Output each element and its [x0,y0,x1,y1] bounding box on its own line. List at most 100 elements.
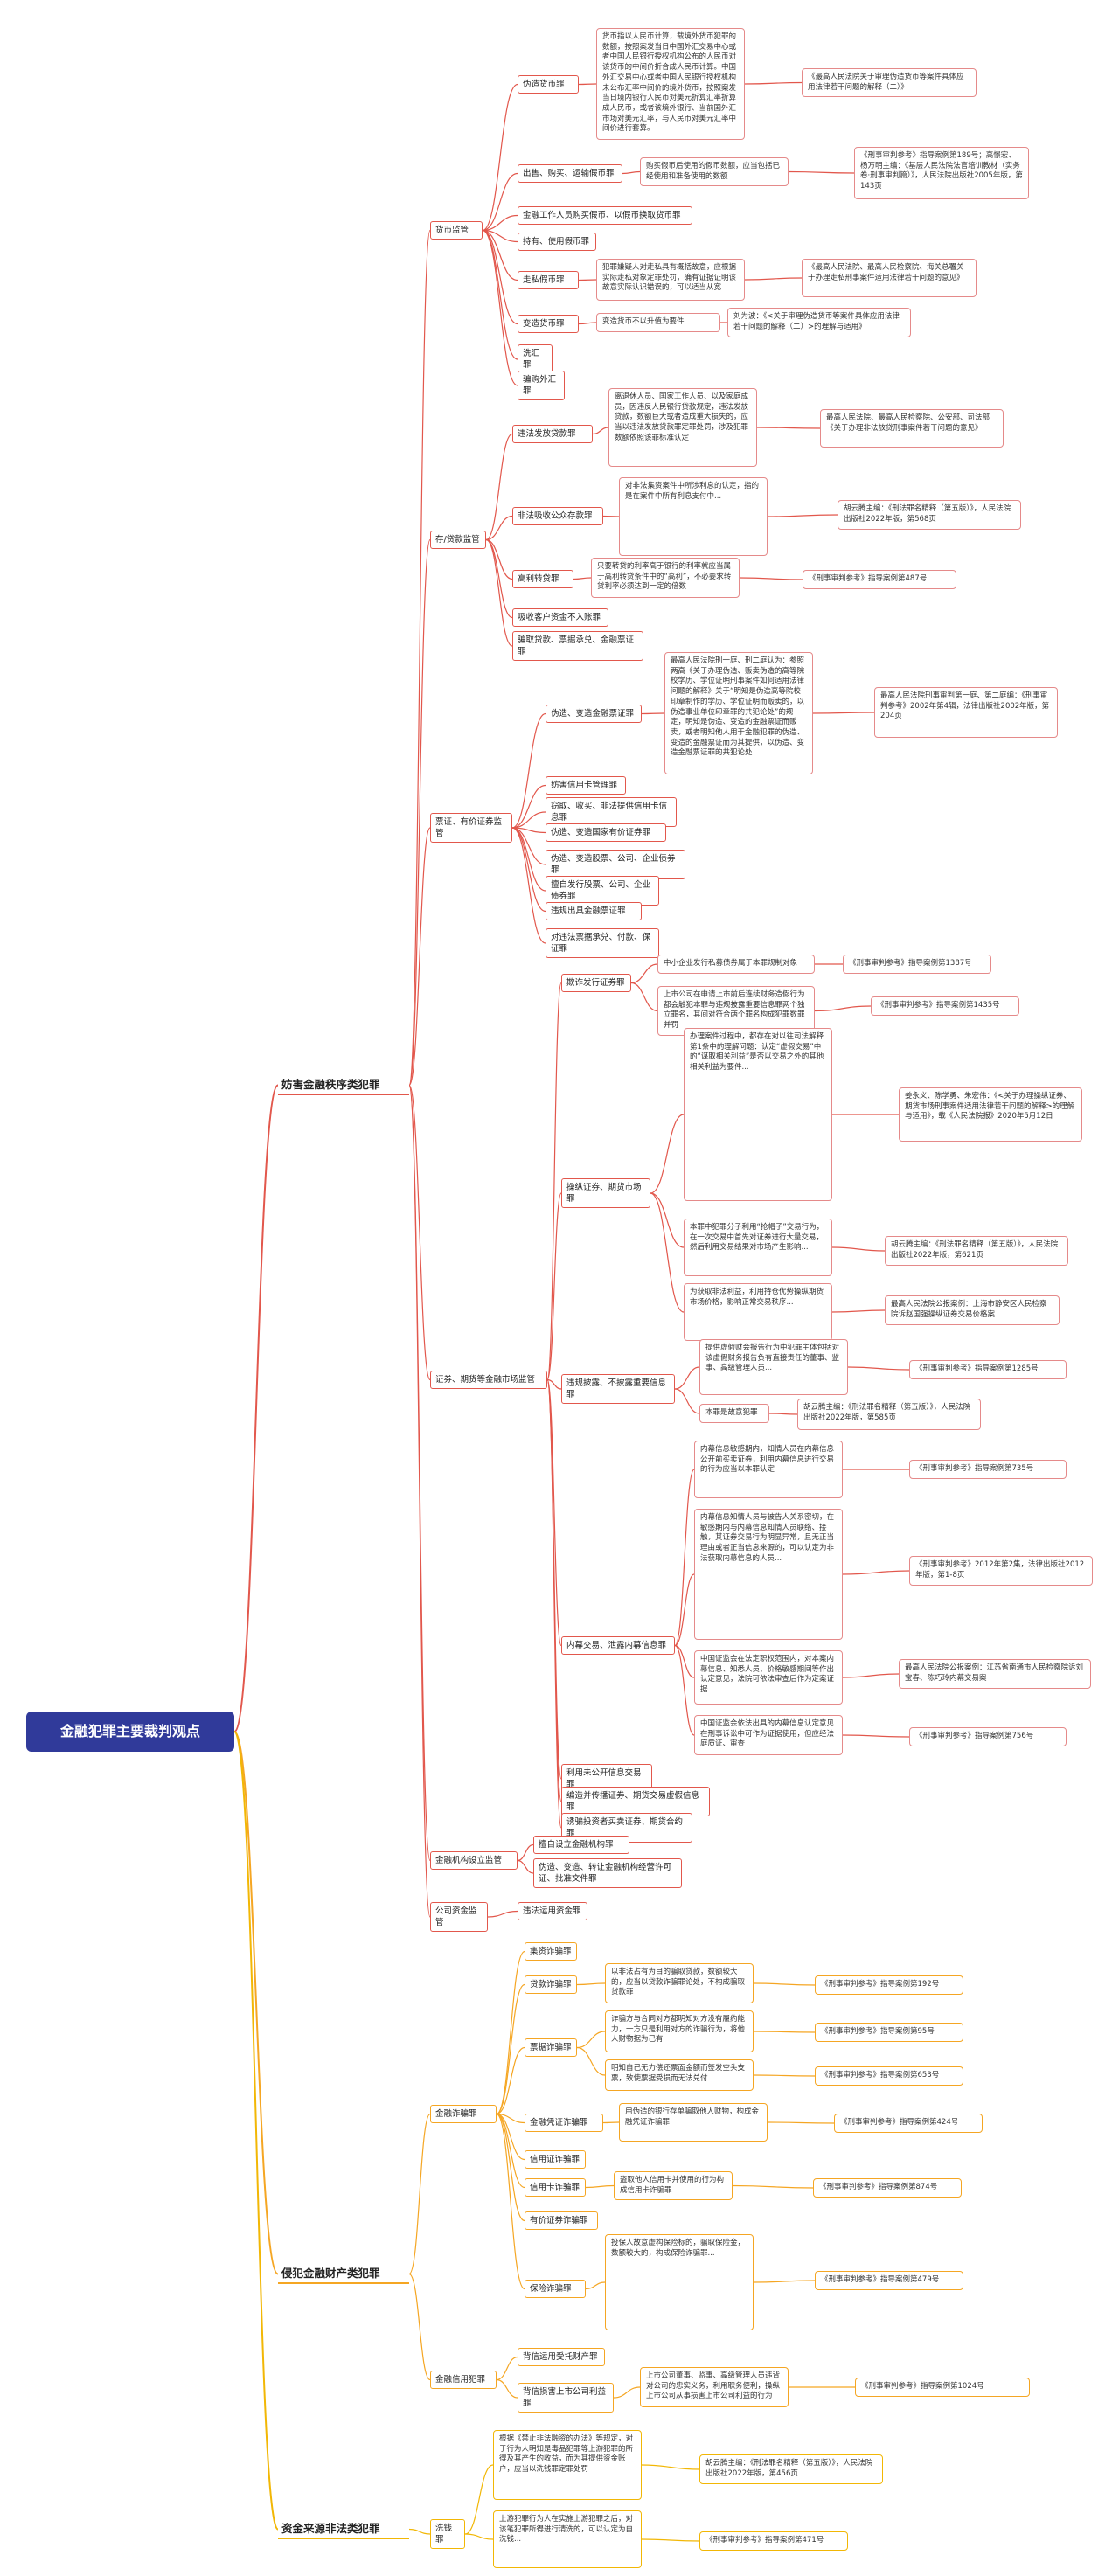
node-xiqian-r2[interactable]: 《刑事审判参考》指导案例第471号 [699,2531,848,2551]
node-jizi-zp[interactable]: 集资诈骗罪 [525,1942,577,1962]
node-beixin-yy[interactable]: 背信运用受托财产罪 [518,2348,605,2367]
node-gaoli[interactable]: 高利转贷罪 [512,570,573,589]
node-piaoju-zp[interactable]: 票据诈骗罪 [525,2038,577,2058]
node-piaoju-zp-r1[interactable]: 《刑事审判参考》指导案例第95号 [815,2023,963,2042]
node-piaoju-zp-r2[interactable]: 《刑事审判参考》指导案例第653号 [815,2066,963,2086]
node-baoxian-zp-d[interactable]: 投保人故意虚构保险标的，骗取保险金，数额较大的，构成保险诈骗罪... [605,2234,754,2330]
node-caozong[interactable]: 操纵证券、期货市场罪 [561,1178,650,1209]
node-neimu-d4[interactable]: 中国证监会依法出具的内幕信息认定意见在刑事诉讼中可作为证据使用，但应经法庭质证、… [694,1715,843,1755]
node-weigui-pilu-d2[interactable]: 本罪是故意犯罪 [699,1404,769,1423]
node-c2[interactable]: 侵犯金融财产类犯罪 [278,2264,409,2285]
node-baoxian-zp[interactable]: 保险诈骗罪 [525,2280,586,2299]
node-bianzao-r[interactable]: 刘为波：《<关于审理伪造货币等案件具体应用法律若干问题的解释（二）>的理解与适用… [727,308,911,337]
node-qizha-fx-r1[interactable]: 《刑事审判参考》指导案例第1387号 [843,955,991,974]
node-weizao-d[interactable]: 货币指以人民币计算，载境外货币犯罪的数额，按照案发当日中国外汇交易中心或者中国人… [596,28,745,140]
node-xiqian2[interactable]: 洗钱罪 [430,2519,465,2550]
node-jinrong-xy[interactable]: 金融信用犯罪 [430,2371,497,2390]
node-neimu-r2[interactable]: 《刑事审判参考》2012年第2集，法律出版社2012年版，第1-8页 [909,1556,1093,1586]
node-dui-weifa[interactable]: 对违法票据承兑、付款、保证罪 [546,928,659,959]
node-zhengquan[interactable]: 证券、期货等金融市场监管 [430,1371,547,1390]
node-gaoli-d[interactable]: 只要转贷的利率高于银行的利率就应当属于高利转贷条件中的“高利”，不必要求转贷利率… [591,558,740,598]
node-c3[interactable]: 资金来源非法类犯罪 [278,2519,409,2540]
node-weizao-r[interactable]: 《最高人民法院关于审理伪造货币等案件具体应用法律若干问题的解释（二）》 [802,68,977,98]
node-xinyongzheng-zp[interactable]: 信用证诈骗罪 [525,2150,586,2170]
node-weifa-fd-r[interactable]: 最高人民法院、最高人民检察院、公安部、司法部《关于办理非法放贷刑事案件若干问题的… [820,409,1004,448]
node-jigou[interactable]: 金融机构设立监管 [430,1851,518,1871]
node-xinyongka-zp-r[interactable]: 《刑事审判参考》指导案例第874号 [813,2178,962,2198]
node-feifa-xs-d[interactable]: 对非法集资案件中所涉利息的认定，指的是在案件中所有利息支付中... [619,477,768,556]
node-weigui-cj[interactable]: 违规出具金融票证罪 [546,902,642,921]
node-jinrong-gz[interactable]: 金融工作人员购买假币、以假币换取货币罪 [518,206,692,226]
node-jieshou[interactable]: 吸收客户资金不入账罪 [512,608,608,628]
node-neimu-r3[interactable]: 最高人民法院公报案例：江苏省南通市人民检察院诉刘宝春、陈巧玲内幕交易案 [899,1659,1091,1689]
node-c1[interactable]: 妨害金融秩序类犯罪 [278,1075,409,1096]
node-xiqian-d2[interactable]: 上游犯罪行为人在实施上游犯罪之后，对该笔犯罪所得进行清洗的，可以认定为自洗钱..… [493,2510,642,2568]
node-piaoju-zp-d2[interactable]: 明知自己无力偿还票面金额而签发空头支票，致使票据受损而无法兑付 [605,2059,754,2091]
node-shanzi-sl[interactable]: 擅自设立金融机构罪 [533,1836,629,1855]
node-qizha-fx-d1[interactable]: 中小企业发行私募债券属于本罪规制对象 [657,955,815,974]
node-qizha-fx-r2[interactable]: 《刑事审判参考》指导案例第1435号 [871,996,1019,1016]
node-gongsi[interactable]: 公司资金监管 [430,1902,488,1933]
node-gaoli-r[interactable]: 《刑事审判参考》指导案例第487号 [803,570,956,589]
node-chushou-d[interactable]: 购买假币后使用的假币数额，应当包括已经使用和准备使用的数额 [640,157,789,187]
node-baoxian-zp-r[interactable]: 《刑事审判参考》指导案例第479号 [815,2271,963,2290]
node-pingzheng-zp[interactable]: 金融凭证诈骗罪 [525,2114,603,2133]
node-xinyongka-zp[interactable]: 信用卡诈骗罪 [525,2178,586,2198]
node-chiyou[interactable]: 持有、使用假币罪 [518,233,596,252]
node-neimu-d3[interactable]: 中国证监会在法定职权范围内，对本案内幕信息、知悉人员、价格敏感期间等作出认定意见… [694,1650,843,1705]
node-beixin-sh-d[interactable]: 上市公司董事、监事、高级管理人员违背对公司的忠实义务，利用职务便利，操纵上市公司… [640,2367,789,2407]
node-weizao-gp[interactable]: 伪造、变造股票、公司、企业债券罪 [546,850,685,880]
node-bianzao[interactable]: 变造货币罪 [518,315,579,334]
node-chushou-r[interactable]: 《刑事审判参考》指导案例第189号；高憬宏、杨万明主编：《基层人民法院法官培训教… [854,147,1029,199]
node-fanghai-xyk[interactable]: 妨害信用卡管理罪 [546,776,626,795]
node-xiqian-r1[interactable]: 胡云腾主编：《刑法罪名精释（第五版）》，人民法院出版社2022年版，第456页 [699,2454,883,2484]
node-weizao-pj-r[interactable]: 最高人民法院刑事审判第一庭、第二庭编：《刑事审判参考》2002年第4辑，法律出版… [874,687,1058,738]
node-weifa-fd[interactable]: 违法发放贷款罪 [512,425,593,444]
node-weizao-xk[interactable]: 伪造、变造、转让金融机构经营许可证、批准文件罪 [533,1858,682,1889]
node-pingzheng-zp-d[interactable]: 用伪造的银行存单骗取他人财物，构成金融凭证诈骗罪 [619,2103,768,2142]
node-huobi[interactable]: 货币监管 [430,221,483,240]
node-jinrong-zp[interactable]: 金融诈骗罪 [430,2105,497,2124]
node-qizha-fx[interactable]: 欺诈发行证券罪 [561,974,631,993]
node-weizao-gz[interactable]: 伪造、变造国家有价证券罪 [546,823,666,843]
node-daikuan-zp-r[interactable]: 《刑事审判参考》指导案例第192号 [815,1975,963,1995]
node-pianqu-dk[interactable]: 骗取贷款、票据承兑、金融票证罪 [512,631,643,662]
node-chushou[interactable]: 出售、购买、运输假币罪 [518,164,622,184]
node-caozong-d2[interactable]: 本罪中犯罪分子利用“抢帽子”交易行为，在一次交易中首先对证券进行大量交易，然后利… [684,1219,832,1276]
node-pingzheng-zp-r[interactable]: 《刑事审判参考》指导案例第424号 [834,2114,983,2133]
node-neimu-d1[interactable]: 内幕信息敏感期内，知情人员在内幕信息公开前买卖证券，利用内幕信息进行交易的行为应… [694,1441,843,1498]
node-caozong-r2[interactable]: 胡云腾主编：《刑法罪名精释（第五版）》，人民法院出版社2022年版，第621页 [885,1236,1068,1266]
node-neimu[interactable]: 内幕交易、泄露内幕信息罪 [561,1636,675,1656]
node-beiyong[interactable]: 违法运用资金罪 [518,1902,587,1921]
node-beixin-sh-r[interactable]: 《刑事审判参考》指导案例第1024号 [855,2378,1030,2397]
node-feifa-xs-r[interactable]: 胡云腾主编：《刑法罪名精释（第五版）》，人民法院出版社2022年版，第568页 [838,500,1021,530]
node-caozong-d3[interactable]: 为获取非法利益，利用持仓优势操纵期货市场价格，影响正常交易秩序... [684,1283,832,1341]
node-beixin-sh[interactable]: 背信损害上市公司利益罪 [518,2383,614,2413]
node-caozong-d1[interactable]: 办理案件过程中，都存在对以往司法解释第1条中的理解问题：认定“虚假交易”中的“谋… [684,1028,832,1201]
node-weigui-pilu-r2[interactable]: 胡云腾主编：《刑法罪名精释（第五版）》，人民法院出版社2022年版，第585页 [797,1399,981,1430]
node-cundai[interactable]: 存/贷款监管 [430,531,486,550]
node-qieqv-xyk[interactable]: 窃取、收买、非法提供信用卡信息罪 [546,797,677,828]
node-daikuan-zp-d[interactable]: 以非法占有为目的骗取贷款，数额较大的，应当以贷款诈骗罪论处，不构成骗取贷款罪 [605,1963,754,2003]
node-weizao[interactable]: 伪造货币罪 [518,75,579,94]
node-zousi-d[interactable]: 犯罪嫌疑人对走私具有概括故意，应根据实际走私对象定罪处罚，确有证据证明该故意实际… [596,259,745,301]
node-feifa-xs[interactable]: 非法吸收公众存款罪 [512,507,603,526]
node-weizao-pj-d[interactable]: 最高人民法院刑一庭、刑二庭认为：参照两高《关于办理伪造、贩卖伪造的高等院校学历、… [664,652,813,774]
node-weifa-fd-d[interactable]: 离退休人员、国家工作人员、以及家庭成员，因违反人民银行贷款规定，违法发放贷款，数… [608,388,757,467]
node-xinyongka-zp-d[interactable]: 盗取他人信用卡并使用的行为构成信用卡诈骗罪 [614,2171,733,2201]
node-shanzi-fx[interactable]: 擅自发行股票、公司、企业债券罪 [546,876,659,906]
node-weigui-pilu-r1[interactable]: 《刑事审判参考》指导案例第1285号 [909,1360,1067,1379]
node-weizao-pj[interactable]: 伪造、变造金融票证罪 [546,705,642,724]
node-neimu-r4[interactable]: 《刑事审判参考》指导案例第756号 [909,1727,1067,1746]
node-xiqian[interactable]: 洗汇罪 [518,344,553,375]
node-caozong-r3[interactable]: 最高人民法院公报案例：上海市静安区人民检察院诉赵国强操纵证券交易价格案 [885,1295,1060,1325]
node-weigui-pilu-d1[interactable]: 提供虚假财会报告行为中犯罪主体包括对该虚假财务报告负有直接责任的董事、监事、高级… [699,1339,848,1395]
node-weigui-pilu[interactable]: 违规披露、不披露重要信息罪 [561,1374,675,1405]
node-youjia-zp[interactable]: 有价证券诈骗罪 [525,2211,598,2231]
node-neimu-d2[interactable]: 内幕信息知情人员与被告人关系密切，在敏感期内与内幕信息知情人员联络、接触，其证券… [694,1509,843,1640]
node-piaoju-zp-d1[interactable]: 诈骗方与合同对方都明知对方没有履约能力，一方只是利用对方的诈骗行为，将他人财物据… [605,2010,754,2052]
node-bianzao-d[interactable]: 变造货币不以升值为要件 [596,313,720,332]
node-xiqian-d1[interactable]: 根据《禁止非法融资的办法》等规定，对于行为人明知是毒品犯罪等上游犯罪的所得及其产… [493,2430,642,2500]
node-neimu-r1[interactable]: 《刑事审判参考》指导案例第735号 [909,1460,1067,1479]
mindmap-root[interactable]: 金融犯罪主要裁判观点 [26,1712,234,1752]
